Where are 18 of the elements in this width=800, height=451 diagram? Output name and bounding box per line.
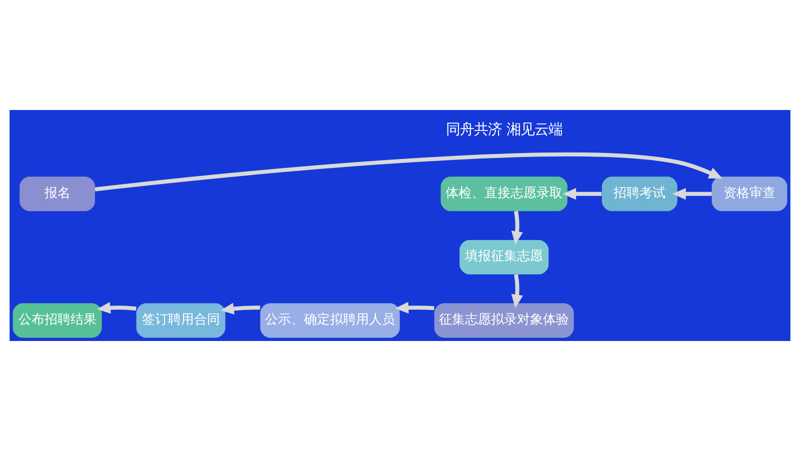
arrow <box>511 210 523 245</box>
arrow <box>672 188 712 200</box>
node-box: 招聘考试 <box>602 176 678 212</box>
arrow <box>395 302 434 314</box>
node-box: 征集志愿拟录对象体验 <box>434 303 574 338</box>
label: 同舟共济 湘见云端 <box>446 122 562 138</box>
node-box: 体检、直接志愿录取 <box>440 176 568 212</box>
arrow <box>220 302 260 314</box>
node-box: 填报征集志愿 <box>460 240 549 274</box>
arrow <box>96 302 136 314</box>
node-box: 签订聘用合同 <box>136 303 226 338</box>
node-box: 报名 <box>20 176 95 212</box>
node-box: 公示、确定拟聘用人员 <box>260 303 400 338</box>
node-box: 公布招聘结果 <box>12 303 102 338</box>
arrow <box>511 274 523 308</box>
arrow <box>94 152 722 192</box>
node-box: 资格审查 <box>712 176 788 212</box>
arrow <box>562 188 602 200</box>
